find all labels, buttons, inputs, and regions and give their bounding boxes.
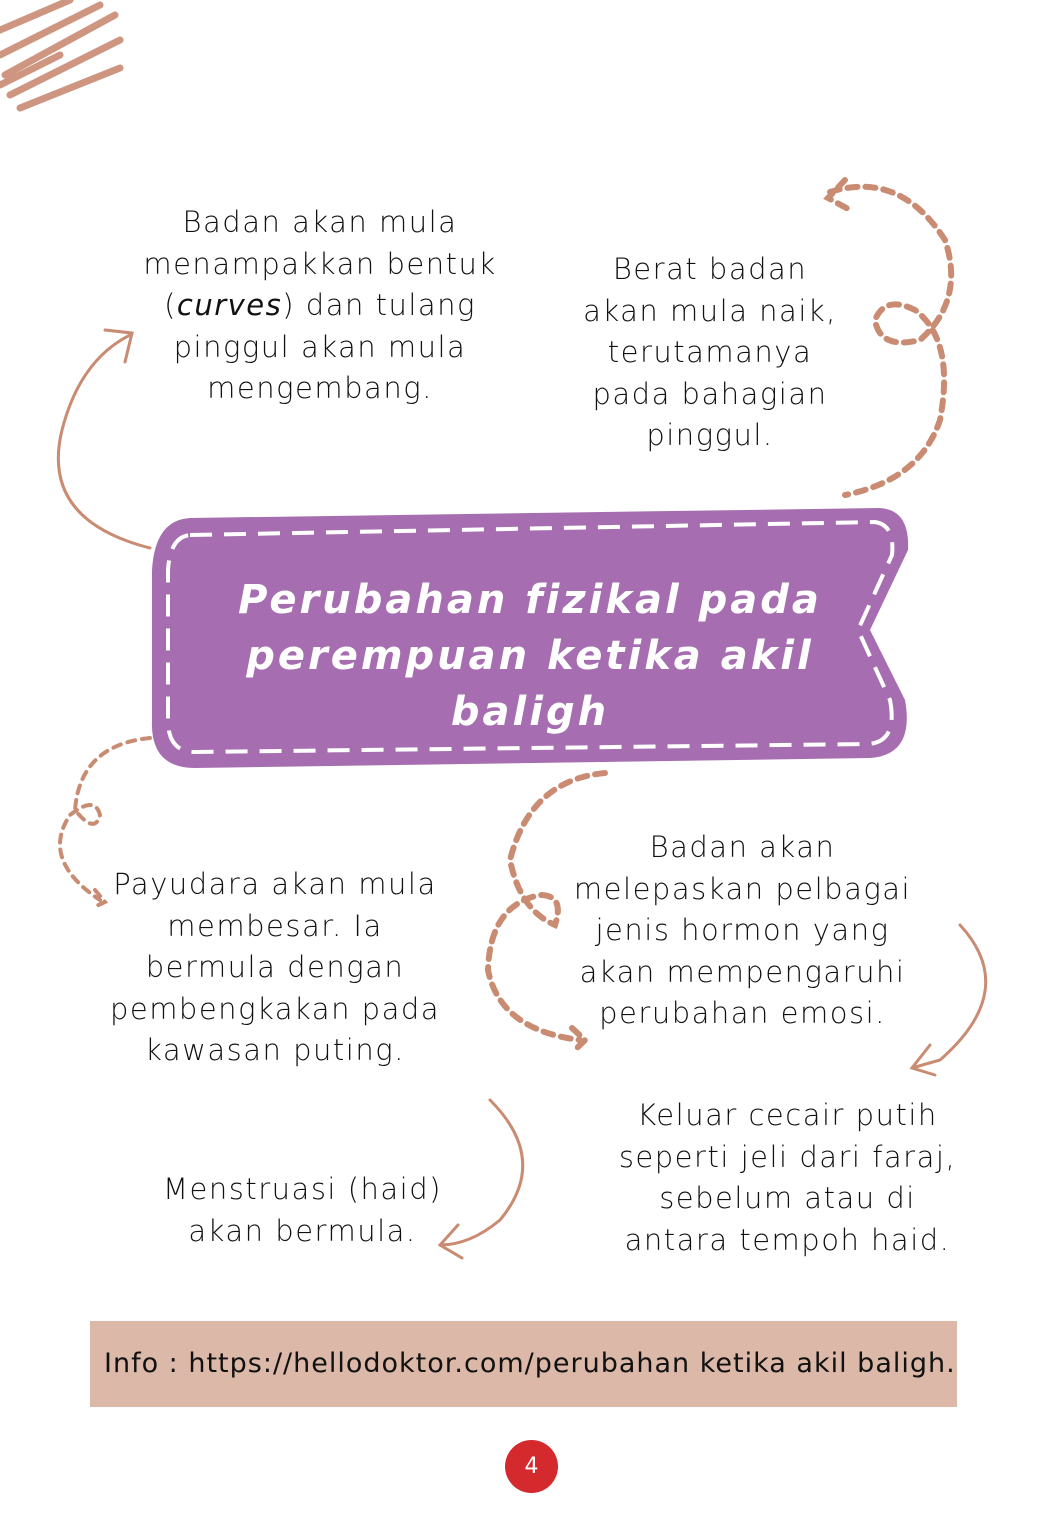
banner-dashed-border xyxy=(166,519,895,755)
point-discharge: Keluar cecair putih seperti jeli dari fa… xyxy=(618,1098,957,1257)
point-breasts: Payudara akan mula membesar. Ia bermula … xyxy=(109,867,441,1067)
point-text: Badan akan mula menampakkan bentuk ( xyxy=(143,205,497,322)
arrow-breasts-dashed xyxy=(58,736,152,910)
arrows xyxy=(56,177,988,1260)
info-source: Info : https://hellodoktor.com/perubahan… xyxy=(90,1321,957,1407)
point-weight: Berat badan akan mula naik, terutamanya … xyxy=(583,252,837,452)
point-curves: Badan akan mula menampakkan bentuk (curv… xyxy=(140,202,500,410)
point-hormones: Badan akan melepaskan pelbagai jenis hor… xyxy=(573,830,912,1030)
arrow-weight-dashed xyxy=(823,177,955,498)
arrow-menstruation xyxy=(437,1098,525,1260)
arrow-curves xyxy=(56,328,152,550)
arrow-hormones-dashed xyxy=(484,770,608,1053)
banner-shape xyxy=(151,508,909,768)
point-italic-text: curves xyxy=(176,288,283,322)
scribble-decoration xyxy=(0,0,124,112)
point-menstruation: Menstruasi (haid) akan bermula. xyxy=(163,1172,442,1248)
arrow-discharge xyxy=(909,923,988,1077)
page-number-badge: 4 xyxy=(505,1440,558,1493)
banner-title: Perubahan fizikal pada perempuan ketika … xyxy=(238,577,822,735)
point-text: ) dan tulang pinggul akan mula mengemban… xyxy=(173,288,476,405)
